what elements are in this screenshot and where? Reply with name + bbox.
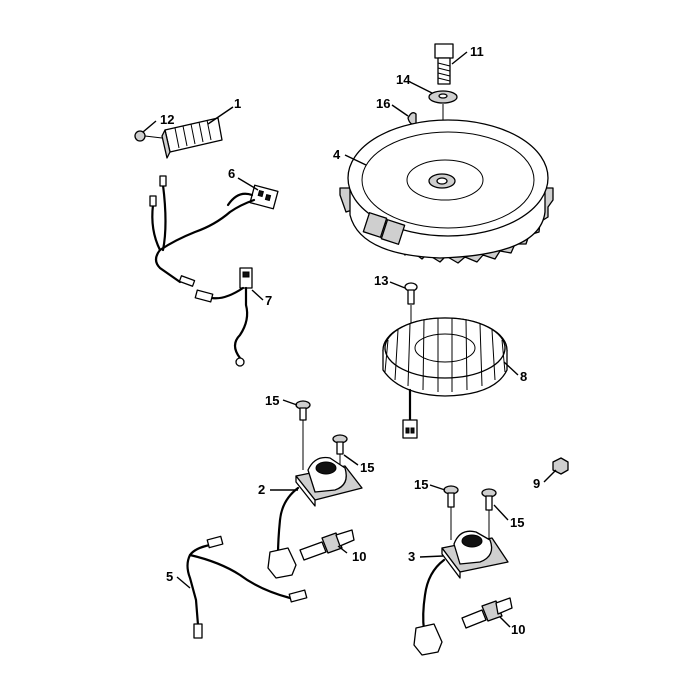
part-2-ignition-coil bbox=[267, 456, 363, 579]
callout-8: 8 bbox=[520, 369, 527, 384]
callout-14: 14 bbox=[396, 72, 411, 87]
part-14-washer bbox=[428, 90, 458, 104]
callout-6: 6 bbox=[228, 166, 235, 181]
callout-16: 16 bbox=[376, 96, 390, 111]
part-12-screw bbox=[134, 130, 163, 142]
part-3-ignition-coil bbox=[413, 530, 509, 656]
part-10-spark-plug-upper bbox=[299, 529, 355, 561]
part-15-bolt-lower-left bbox=[443, 485, 459, 540]
callout-10-lower: 10 bbox=[511, 622, 525, 637]
callout-12: 12 bbox=[160, 112, 174, 127]
part-8-stator bbox=[382, 317, 508, 439]
callout-1: 1 bbox=[234, 96, 241, 111]
callout-10-upper: 10 bbox=[352, 549, 366, 564]
callouts: 1 12 6 7 11 14 16 4 13 8 15 15 2 10 5 9 … bbox=[160, 44, 540, 637]
callout-15-lower-left: 15 bbox=[414, 477, 428, 492]
callout-9: 9 bbox=[533, 476, 540, 491]
part-16-key bbox=[407, 112, 417, 126]
callout-15-upper-left: 15 bbox=[265, 393, 279, 408]
callout-13: 13 bbox=[374, 273, 388, 288]
callout-15-upper-right: 15 bbox=[360, 460, 374, 475]
part-9-nut bbox=[552, 457, 569, 475]
part-4-flywheel bbox=[339, 119, 554, 264]
callout-3: 3 bbox=[408, 549, 415, 564]
callout-11: 11 bbox=[470, 44, 484, 59]
part-1-regulator bbox=[161, 117, 223, 159]
part-7-ground-wire bbox=[194, 267, 253, 367]
callout-4: 4 bbox=[333, 147, 341, 162]
part-15-bolt-lower-right bbox=[481, 488, 497, 540]
callout-15-lower-right: 15 bbox=[510, 515, 524, 530]
part-6-connector bbox=[149, 175, 279, 287]
part-5-wire-harness bbox=[186, 535, 308, 639]
part-10-spark-plug-lower bbox=[461, 597, 513, 629]
part-11-bolt bbox=[434, 43, 454, 85]
part-13-screw bbox=[404, 282, 418, 328]
callout-7: 7 bbox=[265, 293, 272, 308]
leader-lines bbox=[142, 51, 557, 628]
callout-2: 2 bbox=[258, 482, 265, 497]
callout-5: 5 bbox=[166, 569, 173, 584]
part-15-bolt-upper-left bbox=[295, 400, 311, 470]
